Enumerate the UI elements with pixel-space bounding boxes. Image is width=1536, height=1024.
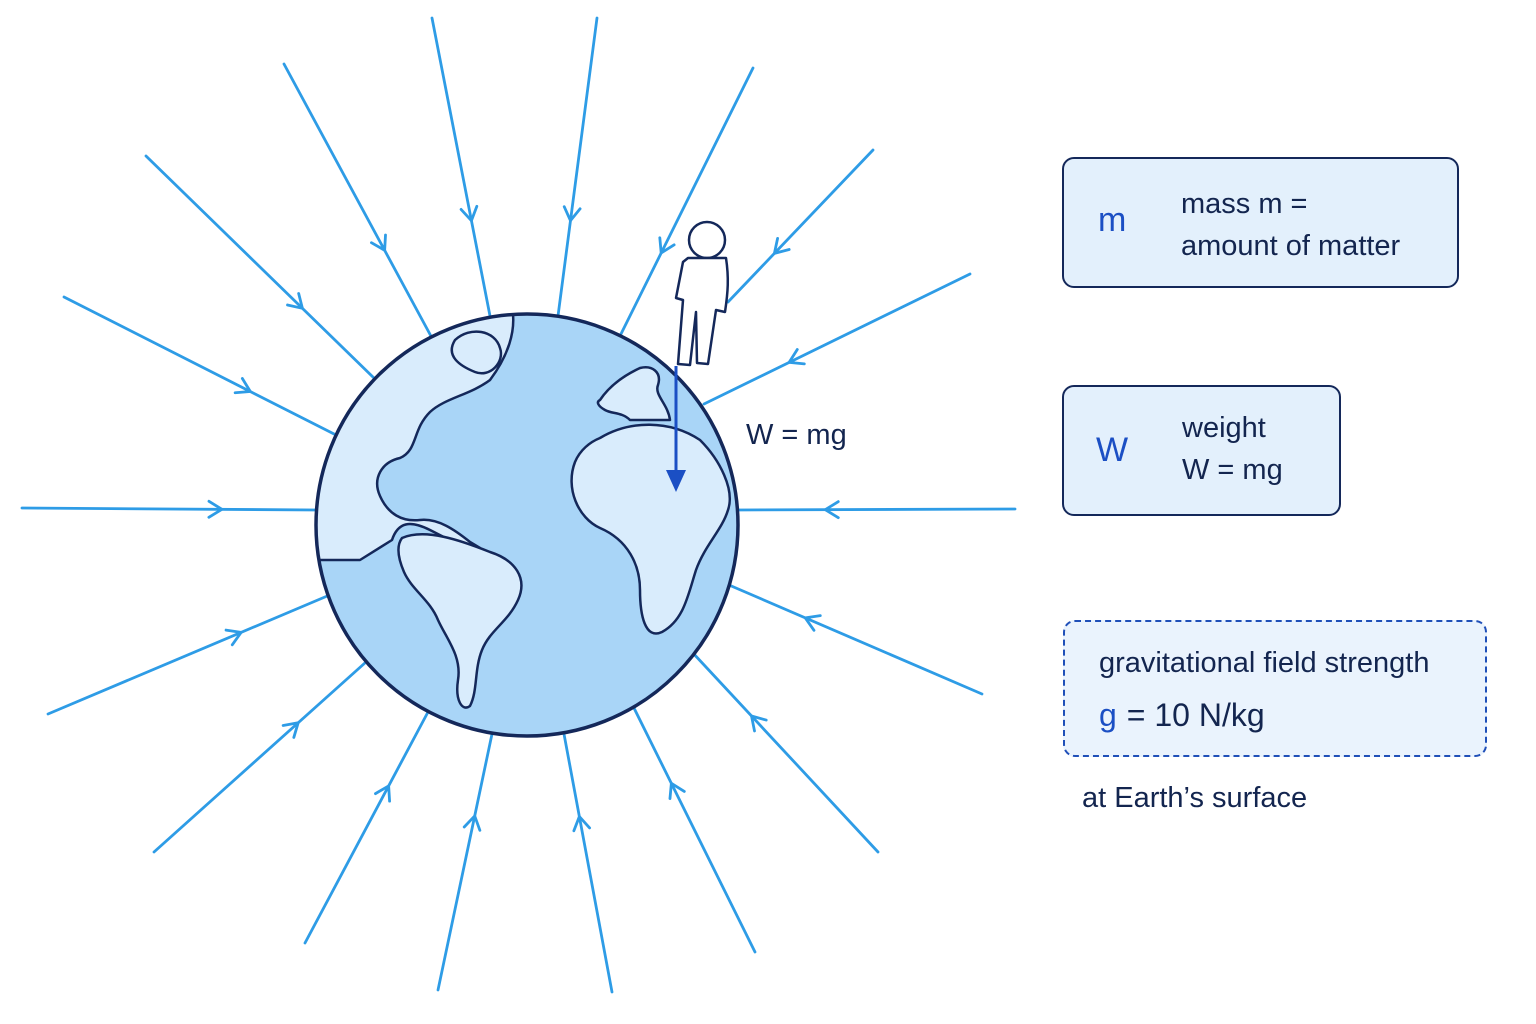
field-line-arrowhead <box>459 204 479 223</box>
field-line <box>630 702 757 954</box>
field-line <box>46 592 334 716</box>
field-line-arrowhead <box>658 236 676 255</box>
field-line <box>20 506 318 512</box>
field-line <box>144 154 378 382</box>
field-line <box>690 650 880 854</box>
field-strength-card: gravitational field strength g= 10 N/kg <box>1063 620 1487 757</box>
field-line-arrowhead <box>281 721 300 739</box>
field-line <box>702 272 972 406</box>
greenland-landmass <box>450 330 503 375</box>
field-line-arrowhead <box>562 205 582 223</box>
field-line <box>616 66 755 342</box>
field-line-arrowhead <box>668 781 686 800</box>
weight-arrow-label: W = mg <box>746 419 847 451</box>
gravitational-field-lines <box>20 16 1017 994</box>
field-line <box>720 580 984 696</box>
field-line <box>734 507 1017 512</box>
field-line-arrowhead <box>207 499 224 519</box>
field-line-arrowhead <box>823 500 840 520</box>
field-line-arrowhead <box>370 233 387 252</box>
europe-landmass <box>596 366 672 422</box>
field-line <box>562 732 614 994</box>
field-strength-symbol: g <box>1099 697 1117 733</box>
field-line <box>62 295 340 438</box>
field-line <box>436 732 494 992</box>
mass-line-1: mass m = <box>1181 188 1308 220</box>
mass-symbol: m <box>1098 201 1127 239</box>
field-strength-equation-line: g= 10 N/kg <box>1099 694 1265 736</box>
person-figure <box>674 220 730 367</box>
field-line <box>282 62 434 340</box>
mass-card: m mass m = amount of matter <box>1062 157 1459 288</box>
africa-landmass <box>570 423 731 635</box>
field-line <box>556 16 599 318</box>
field-strength-equation: = 10 N/kg <box>1126 697 1265 733</box>
mass-description: mass m = amount of matter <box>1181 183 1400 267</box>
weight-symbol: W <box>1096 431 1129 469</box>
person-body <box>674 256 730 367</box>
field-line <box>430 16 492 318</box>
weight-description: weight W = mg <box>1182 407 1283 491</box>
field-line-arrowhead <box>750 714 768 733</box>
field-line-arrowhead <box>803 614 822 632</box>
field-line-arrowhead <box>286 292 304 310</box>
surface-note: at Earth’s surface <box>1082 782 1308 814</box>
field-line <box>152 660 368 854</box>
field-line-arrowhead <box>224 628 243 647</box>
field-line-arrowhead <box>374 784 391 803</box>
earth-globe <box>314 312 740 738</box>
field-line-arrowhead <box>233 377 252 395</box>
field-line-arrowhead <box>572 815 592 833</box>
field-strength-title: gravitational field strength <box>1099 647 1430 679</box>
field-line-arrowhead <box>773 237 791 255</box>
weight-line-1: weight <box>1182 412 1266 444</box>
weight-card: W weight W = mg <box>1062 385 1341 516</box>
field-line-arrowhead <box>462 814 482 832</box>
weight-line-2: W = mg <box>1182 454 1283 486</box>
weight-arrow <box>666 366 686 492</box>
field-line <box>303 710 430 945</box>
south-america-landmass <box>397 533 523 709</box>
person-head <box>687 220 727 260</box>
field-line <box>726 148 875 304</box>
field-line-arrowhead <box>787 348 806 366</box>
mass-line-2: amount of matter <box>1181 230 1401 262</box>
earth-outline <box>314 312 740 738</box>
